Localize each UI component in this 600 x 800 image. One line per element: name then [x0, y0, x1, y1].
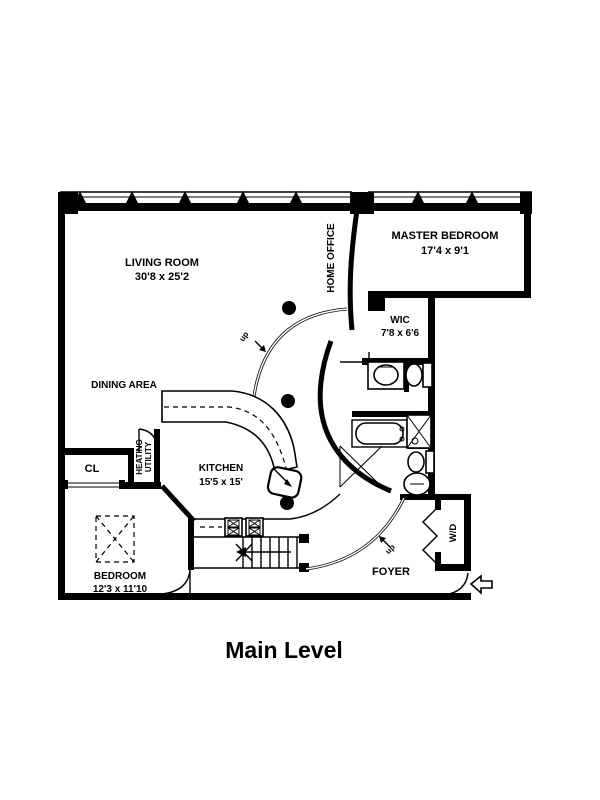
stair-cap-top [299, 534, 309, 543]
bath-mid-wall [352, 411, 435, 417]
room-labels: LIVING ROOM 30'8 x 25'2 HOME OFFICE MAST… [85, 223, 499, 595]
kitchen-fixtures [161, 390, 341, 537]
label-laundry: W/D [448, 524, 459, 543]
closet-opening [65, 481, 121, 490]
master-bath-fixtures [339, 352, 433, 488]
home-office-curved-wall [347, 209, 360, 331]
heating-left-wall [128, 448, 134, 487]
label-kitchen: KITCHEN [199, 463, 243, 474]
bath-curved-wall [317, 340, 392, 494]
stair-direction-arrow [235, 543, 291, 562]
exterior-walls [58, 192, 531, 600]
columns [280, 301, 296, 510]
label-wic-dims: 7'8 x 6'6 [381, 328, 420, 339]
label-master-bedroom: MASTER BEDROOM [392, 230, 499, 242]
powder-sink-icon [403, 472, 434, 496]
master-bottom-wall [373, 291, 531, 298]
left-wall [58, 192, 65, 600]
bedroom-right-wall [188, 518, 194, 570]
page-title: Main Level [225, 637, 343, 663]
laundry-jamb-bottom [435, 552, 441, 571]
toilet-icon [405, 362, 433, 388]
entry-arrow-icon [469, 574, 493, 595]
sink-icon [367, 361, 405, 390]
cooktop-icon [224, 517, 264, 537]
label-heating: HEATING [135, 439, 144, 474]
laundry-bifold-doors [422, 507, 438, 565]
column [282, 301, 296, 315]
laundry-right-wall [464, 494, 471, 570]
laundry-jamb-top [435, 494, 441, 510]
heating-right-wall [154, 429, 160, 487]
powder-bottom-wall [400, 494, 435, 500]
stair-cap-bottom [299, 563, 309, 572]
kitchen-counter-edge [194, 493, 341, 520]
bedroom-ceiling-icon [95, 515, 135, 563]
entry-door [443, 572, 469, 596]
label-wic: WIC [390, 315, 409, 326]
window-wall-top [58, 191, 532, 214]
laundry-bottom-wall [435, 564, 471, 571]
label-bedroom: BEDROOM [94, 571, 146, 582]
label-bedroom-dims: 12'3 x 11'10 [93, 584, 148, 595]
bath-door-icon [339, 445, 383, 488]
up-label-lower: up [384, 543, 397, 556]
heating-closet-door [138, 428, 159, 453]
bathtub-icon [351, 419, 408, 448]
label-utility: UTILITY [144, 441, 153, 472]
master-right-wall [524, 192, 531, 298]
column [281, 394, 295, 408]
shower-icon [406, 414, 432, 449]
label-living-room: LIVING ROOM [125, 257, 199, 269]
island-sink-icon [266, 466, 303, 499]
label-home-office: HOME OFFICE [326, 223, 337, 293]
curved-walls [317, 209, 392, 494]
bedroom-door [161, 569, 191, 595]
closet-top-wall [58, 448, 134, 455]
up-label-upper: up [237, 330, 250, 343]
staircase [194, 536, 302, 569]
bedroom-angled-wall [160, 484, 196, 523]
column [280, 496, 294, 510]
window-mullion-icons [73, 191, 479, 205]
laundry-top-wall [435, 494, 471, 500]
label-master-bedroom-dims: 17'4 x 9'1 [421, 245, 469, 257]
powder-room-fixtures [403, 450, 435, 496]
label-closet: CL [85, 463, 100, 475]
powder-toilet-icon [407, 450, 435, 474]
bottom-wall [58, 593, 471, 600]
wall-stub [368, 291, 385, 311]
label-living-room-dims: 30'8 x 25'2 [135, 271, 189, 283]
bath-right-wall [428, 293, 435, 498]
doors [138, 428, 493, 596]
label-foyer: FOYER [372, 566, 410, 578]
label-dining-area: DINING AREA [91, 380, 157, 391]
label-kitchen-dims: 15'5 x 15' [199, 477, 243, 488]
kitchen-island [161, 390, 303, 499]
curved-stair-rails [250, 307, 406, 571]
